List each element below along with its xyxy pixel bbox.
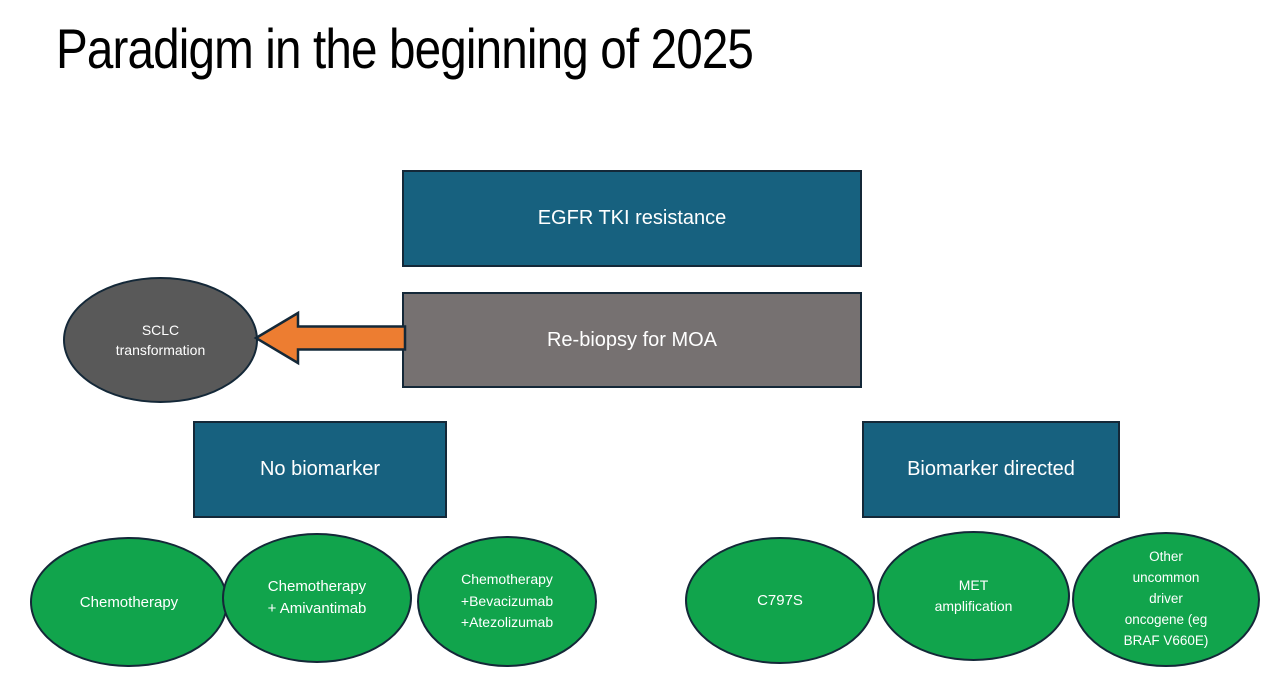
chemotherapy-label: Chemotherapy <box>79 593 179 611</box>
egfr-tki-resistance-box: EGFR TKI resistance <box>402 170 862 267</box>
rebiopsy-moa-box: Re-biopsy for MOA <box>402 292 862 388</box>
biomarker-directed-box: Biomarker directed <box>862 421 1120 518</box>
chemotherapy-ellipse: Chemotherapy <box>30 537 228 667</box>
biomarker-directed-label: Biomarker directed <box>907 458 1075 480</box>
no-biomarker-box: No biomarker <box>193 421 447 518</box>
rebiopsy-moa-label: Re-biopsy for MOA <box>546 328 718 351</box>
other-uncommon-driver-ellipse: Other uncommon driver oncogene (eg BRAF … <box>1072 532 1260 667</box>
met-amplification-ellipse: MET amplification <box>877 531 1070 661</box>
met-amplification-label: MET amplification <box>934 577 1013 614</box>
chemotherapy-bevacizumab-atezolizumab-ellipse: Chemotherapy +Bevacizumab +Atezolizumab <box>417 536 597 667</box>
chemotherapy-bevacizumab-atezolizumab-label: Chemotherapy +Bevacizumab +Atezolizumab <box>460 570 554 631</box>
page-title: Paradigm in the beginning of 2025 <box>56 17 754 80</box>
left-block-arrow-shape <box>253 310 407 366</box>
c797s-label: C797S <box>757 592 803 609</box>
chemotherapy-amivantimab-ellipse: Chemotherapy + Amivantimab <box>222 533 412 663</box>
no-biomarker-label: No biomarker <box>259 458 381 480</box>
egfr-tki-resistance-label: EGFR TKI resistance <box>537 207 727 229</box>
sclc-transformation-ellipse: SCLC transformation <box>63 277 258 403</box>
c797s-ellipse: C797S <box>685 537 875 664</box>
left-block-arrow-icon <box>253 310 407 366</box>
other-uncommon-driver-label: Other uncommon driver oncogene (eg BRAF … <box>1123 549 1209 648</box>
sclc-transformation-label: SCLC transformation <box>115 321 206 358</box>
chemotherapy-amivantimab-label: Chemotherapy + Amivantimab <box>267 577 367 618</box>
